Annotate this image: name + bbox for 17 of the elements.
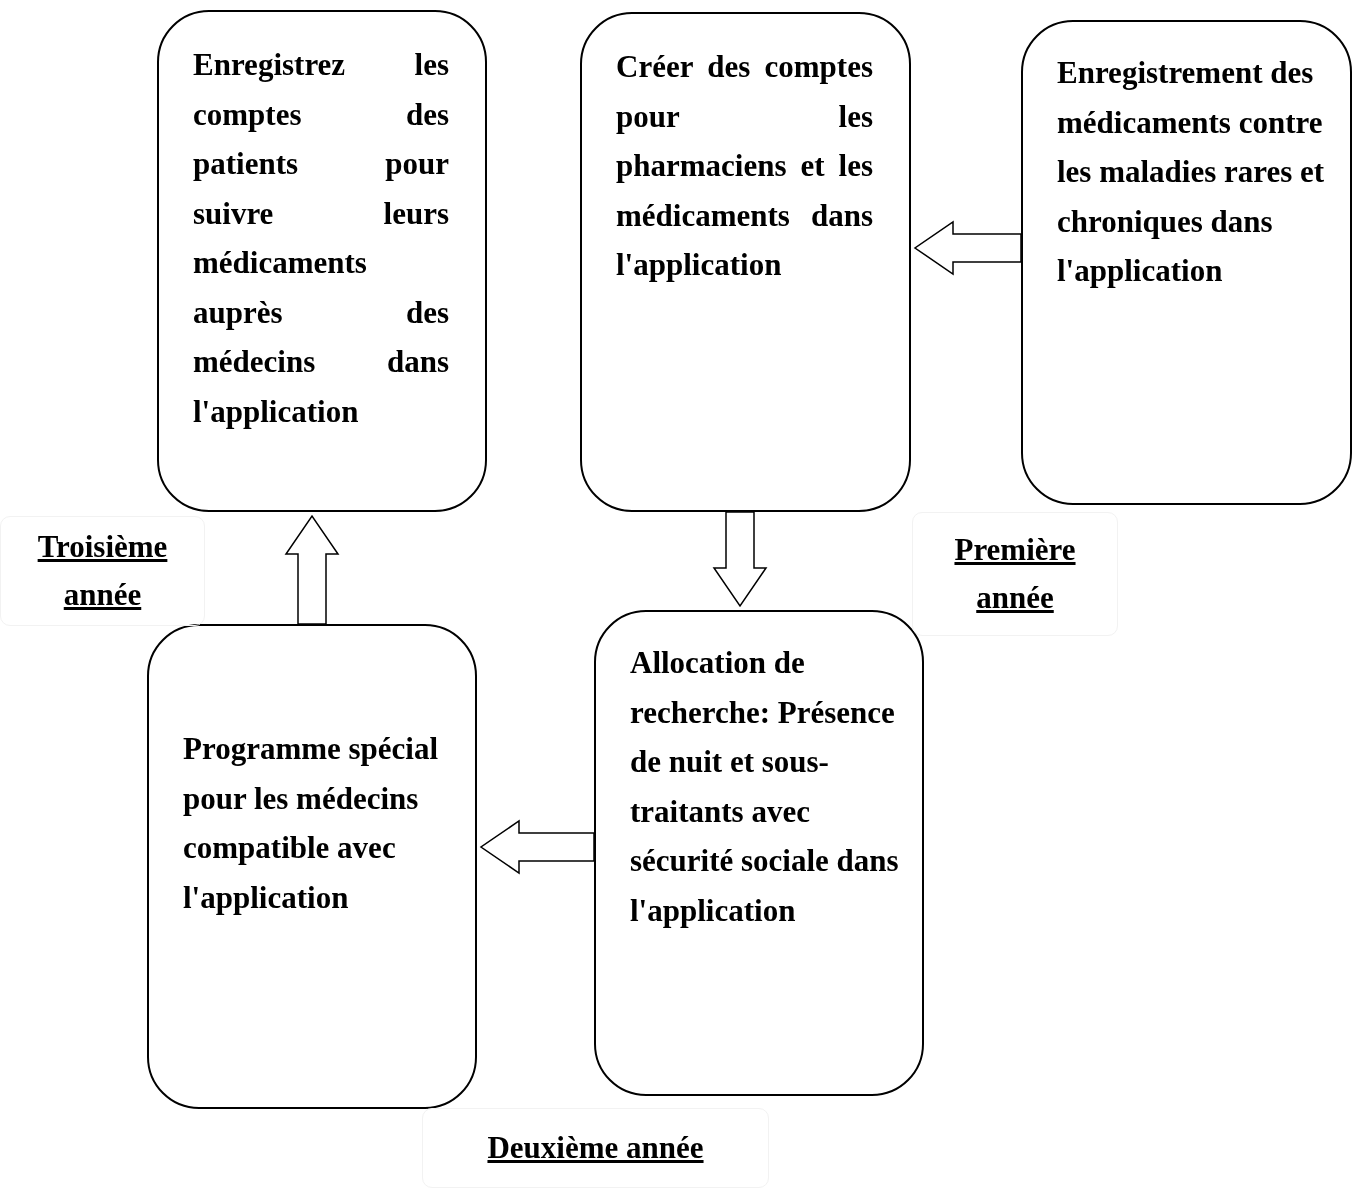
block-arrow xyxy=(284,514,340,625)
box-text: Allocation de recherche: Présence de nuit et sous-traitants avec sécurité sociale dans l'application xyxy=(630,644,900,930)
box-text: Programme spécial pour les médecins compatible avec l'application xyxy=(183,730,440,917)
block-arrow xyxy=(479,819,595,875)
box-text: Créer des comptes pour les pharmaciens et les médicaments dans l'application xyxy=(616,48,873,284)
rounded-box xyxy=(580,12,911,512)
block-arrow xyxy=(913,220,1022,276)
box-text: Enregistrez les comptes des patients pour suivre leurs médicaments auprès des médecins dans l'application xyxy=(193,46,449,431)
rounded-box xyxy=(1021,20,1352,505)
block-arrow xyxy=(712,511,768,608)
year-label: Troisième année xyxy=(36,528,169,614)
year-label: Première année xyxy=(953,531,1077,617)
box-text: Enregistrement des médicaments contre les maladies rares et chroniques dans l'application xyxy=(1057,54,1326,290)
year-label: Deuxième année xyxy=(486,1129,705,1167)
rounded-box xyxy=(147,624,477,1109)
rounded-box xyxy=(157,10,487,512)
rounded-box xyxy=(594,610,924,1096)
